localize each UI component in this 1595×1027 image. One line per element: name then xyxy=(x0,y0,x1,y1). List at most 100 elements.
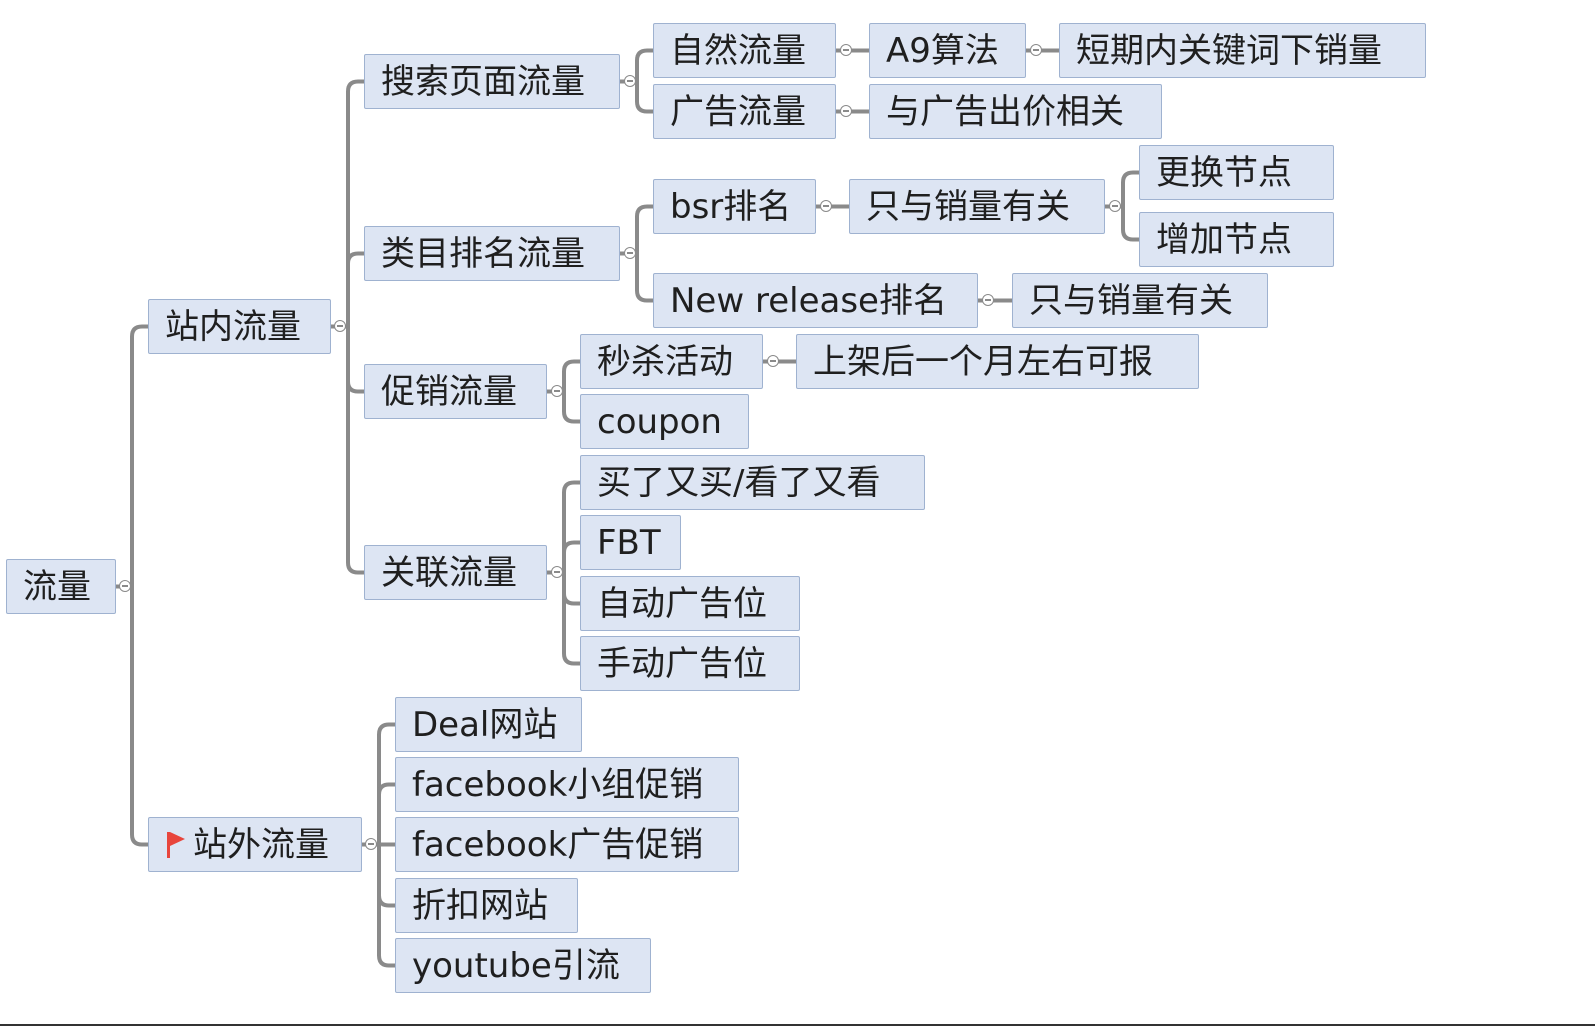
node-ad-traffic[interactable]: 广告流量 xyxy=(653,84,836,139)
node-label: 广告流量 xyxy=(670,91,806,132)
node-search-page-traffic[interactable]: 搜索页面流量 xyxy=(364,54,620,109)
flag-pole xyxy=(167,831,170,858)
collapse-toggle-search-page[interactable] xyxy=(624,75,636,87)
node-related-traffic[interactable]: 关联流量 xyxy=(364,545,547,600)
connector-node-onsite-traffic-node-related-traffic xyxy=(346,324,366,575)
node-manual-ad-placement[interactable]: 手动广告位 xyxy=(580,636,800,691)
node-label: New release排名 xyxy=(670,280,947,321)
canvas-bottom-border xyxy=(0,1024,1595,1026)
connector-node-related-traffic-node-bought-viewed xyxy=(562,480,582,575)
collapse-toggle-category-rank[interactable] xyxy=(624,247,636,259)
node-label: Deal网站 xyxy=(412,704,558,745)
collapse-toggle-onsite[interactable] xyxy=(334,320,346,332)
node-label: FBT xyxy=(597,522,661,563)
node-label: 短期内关键词下销量 xyxy=(1076,30,1382,71)
node-youtube-referral[interactable]: youtube引流 xyxy=(395,938,651,993)
node-organic-traffic[interactable]: 自然流量 xyxy=(653,23,836,78)
node-deal-sites[interactable]: Deal网站 xyxy=(395,697,582,752)
node-new-release-rank[interactable]: New release排名 xyxy=(653,273,978,328)
node-change-category-node[interactable]: 更换节点 xyxy=(1139,145,1334,200)
node-label: 自然流量 xyxy=(670,30,806,71)
node-label: 站内流量 xyxy=(165,306,301,347)
node-label: 类目排名流量 xyxy=(381,233,585,274)
connector-node-onsite-traffic-node-promo-traffic xyxy=(346,324,366,394)
node-flash-sale[interactable]: 秒杀活动 xyxy=(580,334,763,389)
connector-node-category-rank-traffic-node-bsr-rank xyxy=(635,204,655,256)
node-label: facebook广告促销 xyxy=(412,824,704,865)
connector-node-search-page-traffic-node-ad-traffic xyxy=(635,79,655,114)
node-coupon[interactable]: coupon xyxy=(580,394,749,449)
collapse-toggle-related[interactable] xyxy=(551,566,563,578)
node-promo-traffic[interactable]: 促销流量 xyxy=(364,364,547,419)
connector-node-related-traffic-node-fbt xyxy=(562,540,582,575)
node-label: 站外流量 xyxy=(193,824,329,865)
node-label: 与广告出价相关 xyxy=(886,91,1124,132)
node-label: facebook小组促销 xyxy=(412,764,704,805)
connector-node-offsite-traffic-node-discount-sites xyxy=(377,842,397,908)
node-root[interactable]: 流量 xyxy=(6,559,116,614)
node-label: 买了又买/看了又看 xyxy=(597,462,881,503)
node-facebook-ad-promo[interactable]: facebook广告促销 xyxy=(395,817,739,872)
connector-node-bsr-sales-only-node-change-category-node xyxy=(1121,170,1141,209)
node-flash-sale-eligibility[interactable]: 上架后一个月左右可报 xyxy=(796,334,1199,389)
node-label: 只与销量有关 xyxy=(866,186,1070,227)
node-label: 只与销量有关 xyxy=(1029,280,1233,321)
collapse-toggle-flash-sale[interactable] xyxy=(767,355,779,367)
connector-node-related-traffic-node-auto-ad-placement xyxy=(562,570,582,606)
node-label: A9算法 xyxy=(886,30,999,71)
node-offsite-traffic[interactable]: 站外流量 xyxy=(148,817,362,872)
connector-node-promo-traffic-node-flash-sale xyxy=(562,359,582,394)
node-label: 更换节点 xyxy=(1156,152,1292,193)
collapse-toggle-promo[interactable] xyxy=(551,385,563,397)
connector-node-root-node-offsite-traffic xyxy=(130,584,150,847)
node-facebook-group-promo[interactable]: facebook小组促销 xyxy=(395,757,739,812)
node-label: 搜索页面流量 xyxy=(381,61,585,102)
collapse-toggle-offsite[interactable] xyxy=(365,838,377,850)
collapse-toggle-organic[interactable] xyxy=(840,44,852,56)
collapse-toggle-new-release[interactable] xyxy=(982,294,994,306)
connector-node-offsite-traffic-node-facebook-group-promo xyxy=(377,782,397,847)
node-bsr-rank[interactable]: bsr排名 xyxy=(653,179,816,234)
node-label: 秒杀活动 xyxy=(597,341,733,382)
node-short-term-keyword-sales[interactable]: 短期内关键词下销量 xyxy=(1059,23,1426,78)
node-label: 自动广告位 xyxy=(597,583,767,624)
node-bought-viewed[interactable]: 买了又买/看了又看 xyxy=(580,455,925,510)
collapse-toggle-a9[interactable] xyxy=(1030,44,1042,56)
node-ad-bid-related[interactable]: 与广告出价相关 xyxy=(869,84,1162,139)
node-discount-sites[interactable]: 折扣网站 xyxy=(395,878,578,933)
flag-icon xyxy=(167,831,185,858)
node-label: 手动广告位 xyxy=(597,643,767,684)
connector-node-offsite-traffic-node-youtube-referral xyxy=(377,842,397,968)
connector-node-onsite-traffic-node-search-page-traffic xyxy=(346,79,366,329)
node-auto-ad-placement[interactable]: 自动广告位 xyxy=(580,576,800,631)
node-label: youtube引流 xyxy=(412,945,620,986)
node-label: 促销流量 xyxy=(381,371,517,412)
connector-node-category-rank-traffic-node-new-release-rank xyxy=(635,251,655,303)
collapse-toggle-ad-traffic[interactable] xyxy=(840,105,852,117)
node-category-rank-traffic[interactable]: 类目排名流量 xyxy=(364,226,620,281)
node-label: 上架后一个月左右可报 xyxy=(813,341,1153,382)
node-fbt[interactable]: FBT xyxy=(580,515,681,570)
node-bsr-sales-only[interactable]: 只与销量有关 xyxy=(849,179,1105,234)
collapse-toggle-bsr-sales[interactable] xyxy=(1109,200,1121,212)
connector-node-bsr-sales-only-node-add-category-node xyxy=(1121,204,1141,242)
connector-node-related-traffic-node-manual-ad-placement xyxy=(562,570,582,666)
connector-node-search-page-traffic-node-organic-traffic xyxy=(635,48,655,84)
node-label: 流量 xyxy=(23,566,91,607)
node-label: coupon xyxy=(597,401,722,442)
connector-node-offsite-traffic-node-deal-sites xyxy=(377,722,397,847)
node-a9-algorithm[interactable]: A9算法 xyxy=(869,23,1026,78)
connector-node-promo-traffic-node-coupon xyxy=(562,389,582,424)
node-label: 增加节点 xyxy=(1156,219,1292,260)
node-add-category-node[interactable]: 增加节点 xyxy=(1139,212,1334,267)
node-new-release-sales-only[interactable]: 只与销量有关 xyxy=(1012,273,1268,328)
flag-cloth xyxy=(170,831,185,846)
node-label: bsr排名 xyxy=(670,186,792,227)
connector-node-root-node-onsite-traffic xyxy=(130,324,150,589)
node-onsite-traffic[interactable]: 站内流量 xyxy=(148,299,331,354)
node-label: 关联流量 xyxy=(381,552,517,593)
collapse-toggle-root[interactable] xyxy=(119,580,131,592)
collapse-toggle-bsr[interactable] xyxy=(820,200,832,212)
